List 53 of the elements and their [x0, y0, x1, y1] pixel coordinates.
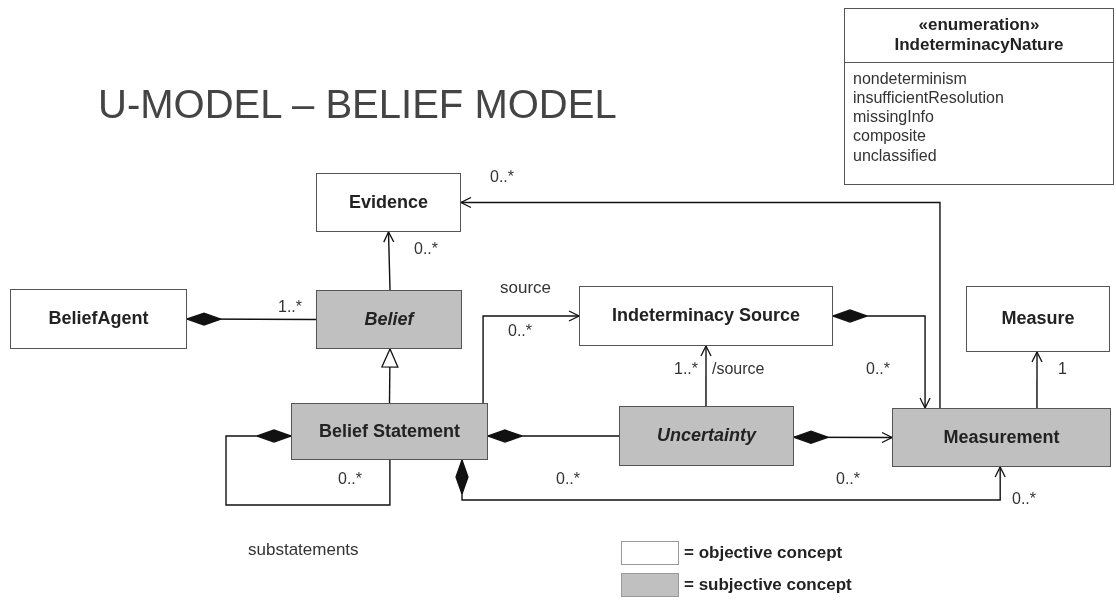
edge-label: 0..*: [508, 322, 532, 340]
class-box: [892, 408, 1111, 467]
class-name: Indeterminacy Source: [611, 305, 801, 327]
legend-label: = objective concept: [684, 543, 843, 563]
multiplicity-label: 1..*: [674, 360, 698, 378]
edge-label: /source: [712, 360, 765, 378]
association-line: [186, 312, 317, 326]
class-name: Measure: [1001, 308, 1075, 330]
association-line: [455, 459, 1006, 501]
class-box: [316, 173, 461, 232]
edge-label: 1: [1058, 360, 1067, 378]
edge-label: 0..*: [556, 470, 580, 488]
enumeration-literal: missingInfo: [853, 107, 935, 127]
association-line: [832, 309, 931, 409]
association-line: [793, 430, 893, 444]
role-label: substatements: [248, 540, 359, 560]
edge-label: 0..*: [414, 240, 438, 258]
stereotype-label: «enumeration»: [917, 15, 1041, 36]
class-name: Uncertainty: [657, 425, 756, 447]
edge-label: 0..*: [866, 360, 890, 378]
enumeration-class-box: [844, 8, 1114, 185]
edge-label: 0..*: [836, 470, 860, 488]
class-name: Evidence: [348, 191, 428, 214]
enumeration-literal: unclassified: [853, 145, 938, 165]
class-name: Belief: [364, 308, 414, 331]
edge-label: 1..*: [278, 298, 302, 316]
association-line: [700, 345, 712, 407]
role-label: source: [500, 278, 552, 298]
enumeration-literal: nondeterminism: [853, 68, 968, 88]
class-name: IndeterminacyNature: [893, 35, 1065, 56]
association-line: [1031, 351, 1043, 409]
class-box: [579, 286, 833, 346]
class-box: [316, 290, 462, 349]
enumeration-literal: insufficientResolution: [853, 87, 1005, 108]
class-box: [10, 289, 187, 349]
class-box: [966, 286, 1110, 352]
edge-label: 0..*: [338, 470, 362, 488]
class-name: Belief Statement: [318, 420, 460, 443]
association-line: [225, 429, 391, 506]
association-line: [381, 348, 399, 404]
edge-label: 0..*: [1012, 490, 1036, 508]
class-box: [291, 403, 488, 460]
slide-title: U-MODEL – BELIEF MODEL: [98, 82, 617, 127]
class-name: Measurement: [943, 426, 1060, 449]
association-line: [460, 196, 941, 409]
association-line: [487, 429, 620, 443]
edge-label: 0..*: [490, 168, 514, 186]
class-name: BeliefAgent: [48, 308, 149, 330]
association-line: [482, 310, 580, 404]
legend-label: = subjective concept: [684, 575, 852, 595]
association-line: [383, 231, 395, 291]
enumeration-literal: composite: [853, 126, 927, 146]
class-box: [619, 406, 794, 466]
